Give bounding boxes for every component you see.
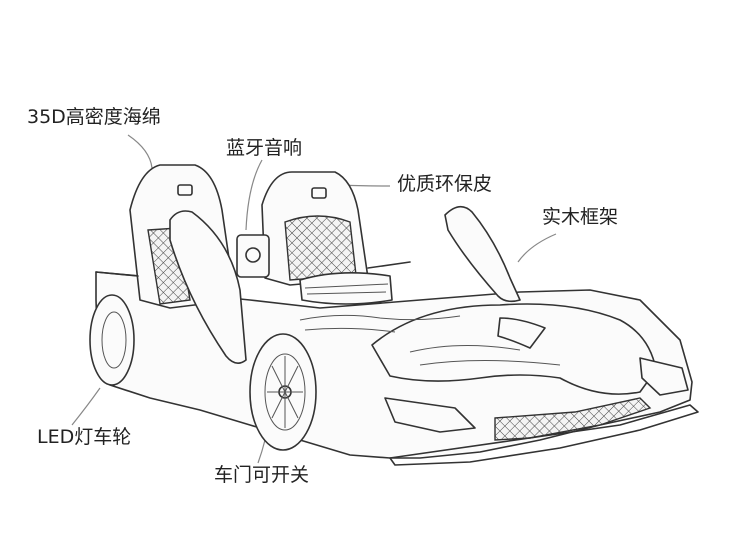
seat-right-quilt — [284, 215, 357, 281]
label-door: 车门可开关 — [214, 464, 310, 486]
label-frame: 实木框架 — [542, 206, 619, 228]
label-audio: 蓝牙音响 — [226, 137, 303, 159]
speaker-box — [236, 234, 270, 278]
leader-audio — [245, 159, 263, 231]
label-foam: 35D高密度海绵 — [27, 106, 161, 128]
seat-right-badge — [311, 187, 327, 199]
label-wheel: LED灯车轮 — [37, 426, 132, 448]
speaker-cone — [245, 247, 261, 263]
door-left — [169, 210, 247, 364]
seat-left-badge — [177, 184, 193, 196]
headlight-left — [384, 397, 476, 433]
headlight-right — [639, 357, 689, 396]
label-leather: 优质环保皮 — [397, 173, 493, 195]
leader-door — [257, 439, 266, 464]
leader-frame — [517, 233, 557, 263]
wheel-rear — [89, 294, 135, 386]
door-right — [444, 205, 521, 303]
leader-foam — [127, 134, 153, 169]
pillow — [299, 272, 393, 305]
hood-scoop — [497, 317, 546, 349]
front-grille — [494, 397, 652, 441]
leader-wheel — [71, 387, 101, 426]
